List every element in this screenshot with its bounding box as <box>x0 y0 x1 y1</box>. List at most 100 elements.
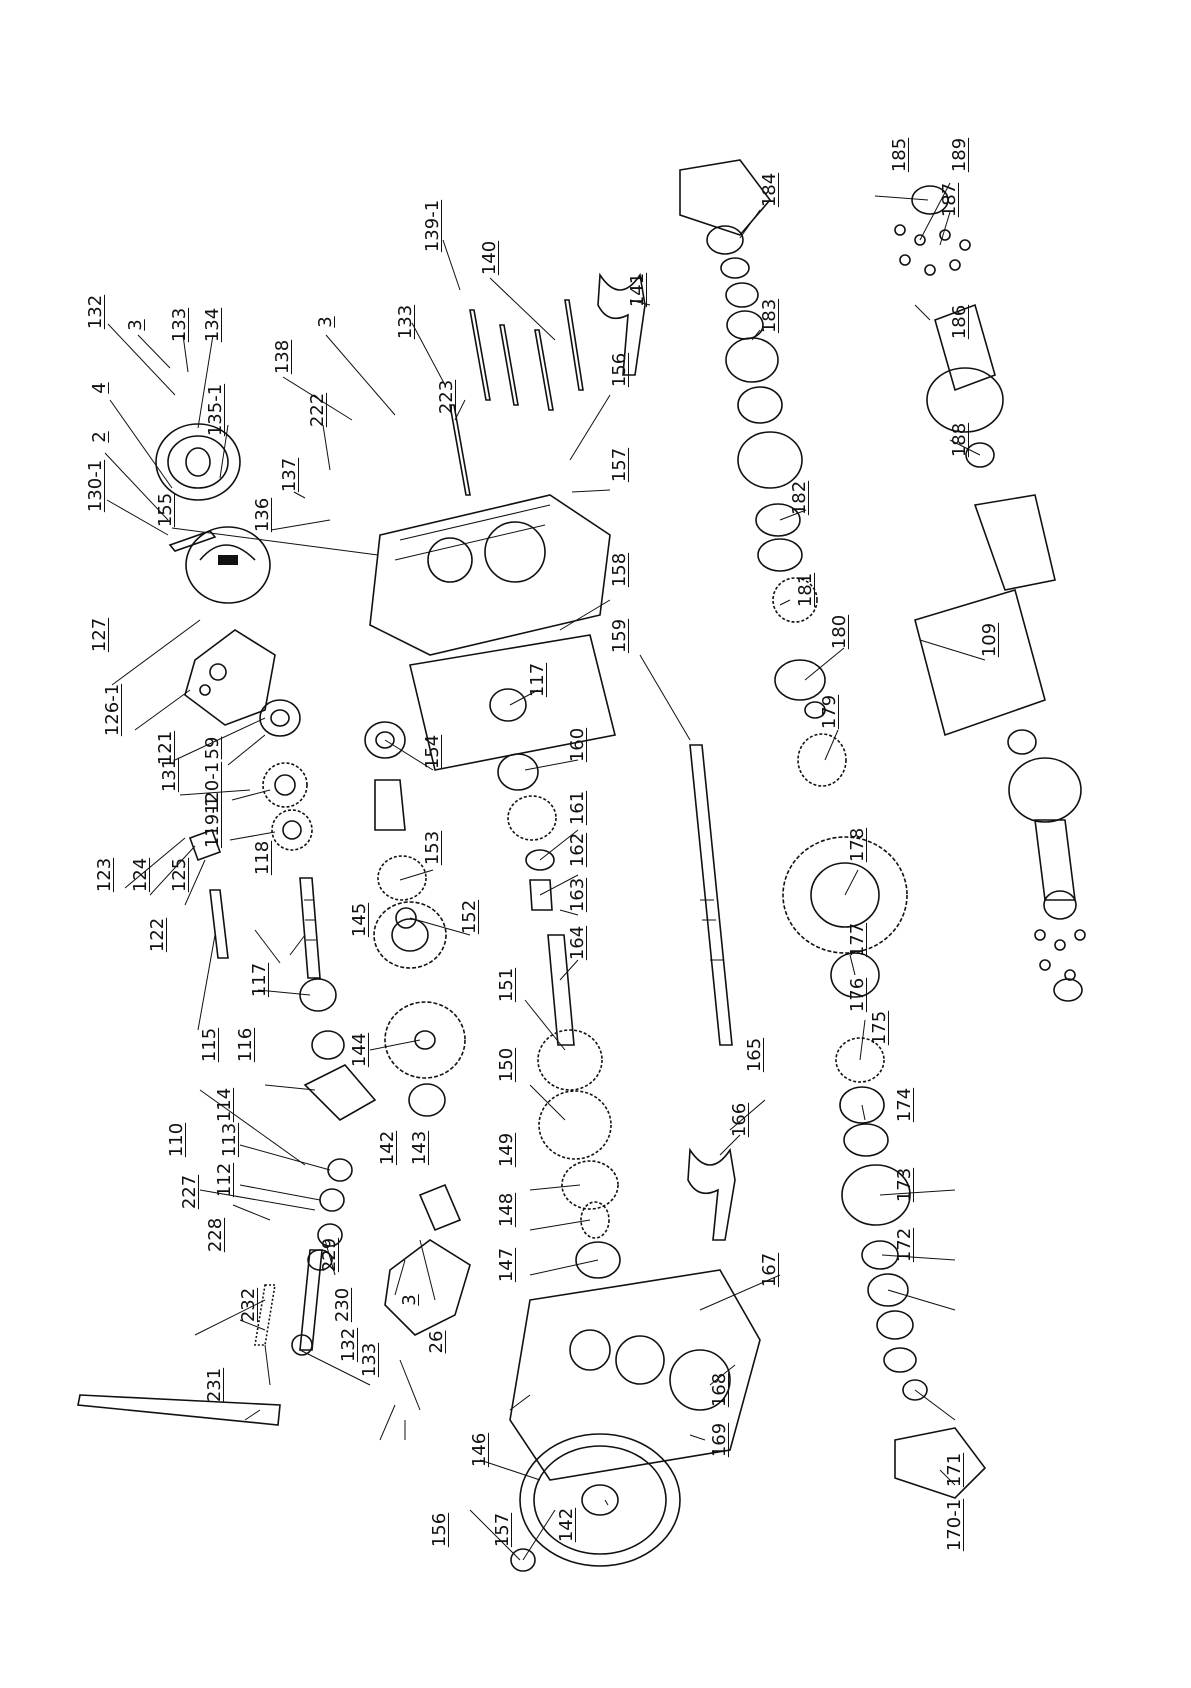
right-stack-upper <box>679 159 847 787</box>
part-number: 113 <box>219 1122 240 1158</box>
gear-149 <box>561 1160 619 1210</box>
gasket-158 <box>409 634 616 771</box>
bracket-143 <box>384 1183 471 1336</box>
nut-113 <box>319 1188 345 1212</box>
part-number: 137 <box>279 457 300 493</box>
part-number: 180 <box>829 614 850 650</box>
bearing-lower-144 <box>408 1083 446 1117</box>
axle-housing-lower <box>1008 757 1082 920</box>
housing-167 <box>509 1269 761 1481</box>
shift-fork-141 <box>597 272 646 376</box>
part-number: 115 <box>199 1027 220 1063</box>
hub-176 <box>835 1037 885 1083</box>
gear-150 <box>538 1090 612 1160</box>
part-number: 136 <box>252 497 273 533</box>
part-number: 157 <box>609 447 630 483</box>
part-number: 142 <box>556 1507 577 1543</box>
part-number: 188 <box>949 422 970 458</box>
shaft-118 <box>299 877 321 979</box>
part-number: 169 <box>709 1422 730 1458</box>
part-number: 133 <box>359 1342 380 1378</box>
part-number: 167 <box>759 1252 780 1288</box>
shift-fork-166 <box>687 1147 736 1241</box>
part-number: 119-1 <box>202 795 223 849</box>
bearing-121 <box>259 699 301 737</box>
brake-shoe-assembly <box>185 526 271 604</box>
selector-125 <box>188 828 222 862</box>
part-number: 112 <box>214 1162 235 1198</box>
part-number: 154 <box>422 734 443 770</box>
part-number: 118 <box>252 840 273 876</box>
part-number: 144 <box>349 1032 370 1068</box>
bushing-lower-right <box>1007 729 1037 755</box>
part-number: 26 <box>426 1330 447 1354</box>
part-number: 59 <box>202 736 223 760</box>
part-number: 159 <box>609 618 630 654</box>
part-number: 124 <box>130 857 151 893</box>
gear-120-1 <box>262 762 308 808</box>
part-number: 156 <box>429 1512 450 1548</box>
bolt-cluster-bottom <box>1034 929 1086 1002</box>
part-number: 146 <box>469 1432 490 1468</box>
part-number: 182 <box>789 480 810 516</box>
gear-145 <box>373 901 447 969</box>
part-number: 162 <box>567 832 588 868</box>
gear-151 <box>537 1029 603 1091</box>
part-number: 175 <box>869 1010 890 1046</box>
part-number: 231 <box>204 1367 225 1403</box>
pulley-146 <box>519 1433 681 1567</box>
washer-229 <box>317 1223 343 1247</box>
part-number: 173 <box>894 1167 915 1203</box>
long-bolts <box>449 299 584 496</box>
part-number: 140 <box>479 240 500 276</box>
part-number: 170-1 <box>944 1498 965 1552</box>
part-number: 155 <box>155 492 176 528</box>
pinion-shaft-154 <box>374 779 406 831</box>
part-number: 125 <box>169 857 190 893</box>
seal-185 <box>911 185 949 215</box>
spring-232 <box>254 1284 276 1346</box>
part-number: 141 <box>627 272 648 308</box>
seal-117-upper <box>489 688 527 722</box>
part-number: 158 <box>609 552 630 588</box>
bushing-162 <box>529 879 553 911</box>
part-number: 153 <box>422 830 443 866</box>
shift-lever-230 <box>291 1249 333 1356</box>
part-number: 232 <box>238 1287 259 1323</box>
part-number: 135-1 <box>205 383 226 437</box>
part-number: 157 <box>492 1512 513 1548</box>
part-number: 117 <box>249 962 270 998</box>
brake-drum <box>155 423 241 501</box>
part-number: 160 <box>567 727 588 763</box>
part-number: 179 <box>819 694 840 730</box>
bushing-188 <box>965 442 995 468</box>
part-number: 145 <box>349 902 370 938</box>
part-number: 116 <box>235 1027 256 1063</box>
part-number: 178 <box>847 827 868 863</box>
part-number: 3 <box>125 319 146 331</box>
part-number: 230 <box>332 1287 353 1323</box>
part-number: 122 <box>147 917 168 953</box>
part-number: 130-1 <box>85 459 106 513</box>
part-number: 166 <box>729 1102 750 1138</box>
brake-bracket <box>184 629 276 726</box>
part-number: 189 <box>949 137 970 173</box>
part-number: 127 <box>89 617 110 653</box>
shaft-164 <box>547 934 575 1046</box>
part-number: 171 <box>944 1452 965 1488</box>
part-number: 174 <box>894 1087 915 1123</box>
part-number: 165 <box>744 1037 765 1073</box>
part-number: 133 <box>169 307 190 343</box>
right-stack-lower <box>839 1086 987 1499</box>
part-number: 149 <box>496 1132 517 1168</box>
part-number: 229 <box>319 1237 340 1273</box>
part-number: 187 <box>939 182 960 218</box>
part-number: 227 <box>179 1174 200 1210</box>
part-number: 222 <box>307 392 328 428</box>
part-number: 3 <box>315 316 336 328</box>
part-number: 176 <box>847 977 868 1013</box>
bearing-147 <box>575 1241 621 1279</box>
leader-lines <box>104 182 986 1561</box>
part-number: 181 <box>795 572 816 608</box>
